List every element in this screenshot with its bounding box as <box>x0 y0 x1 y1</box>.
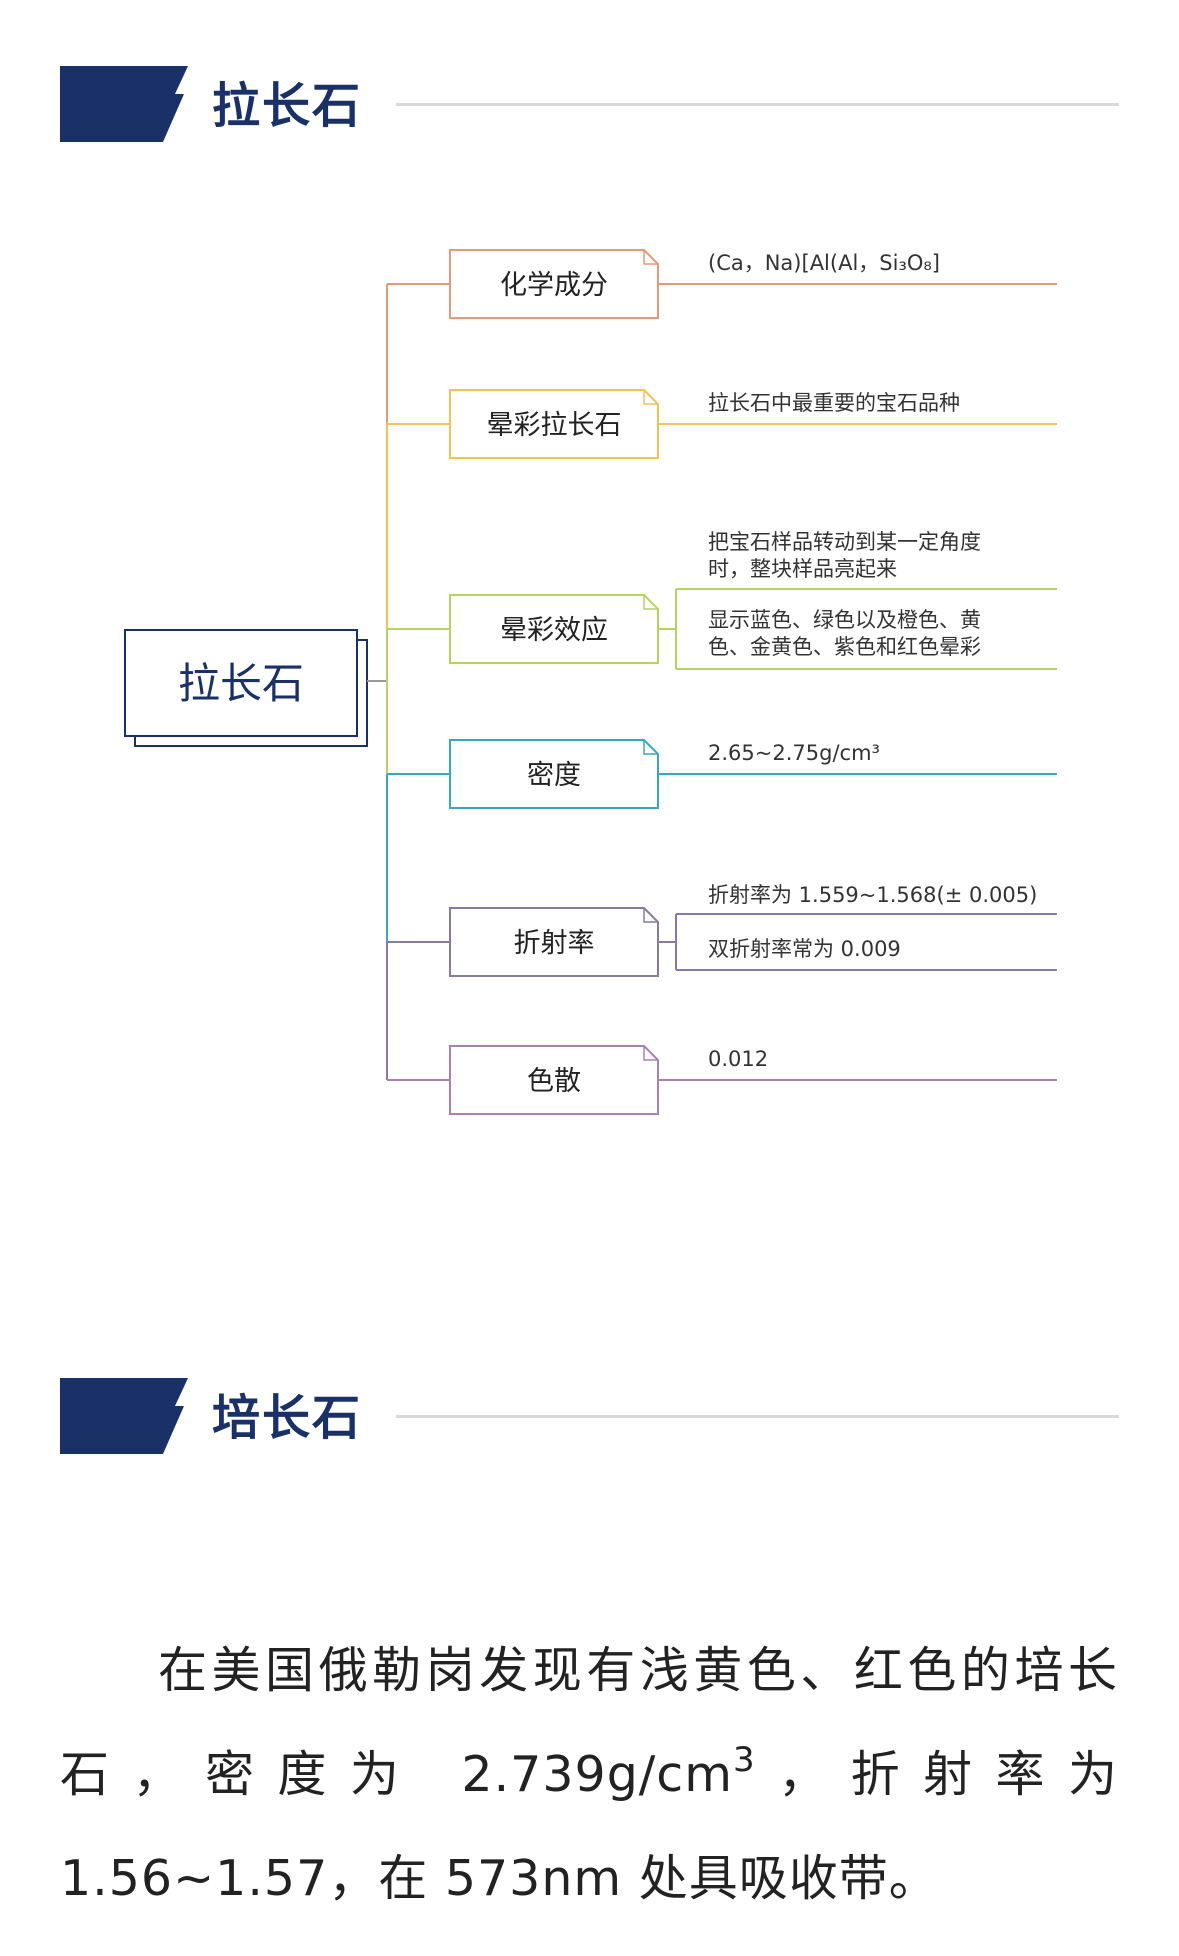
branch-detail: 时，整块样品亮起来 <box>708 557 897 581</box>
mind-map: 拉长石 化学成分 (Ca，Na)[Al(Al，Si₃O₈] 晕彩拉长石 拉长石中最重要… <box>124 249 1057 1115</box>
branch-5: 色散 0.012 <box>387 1045 1057 1115</box>
superscript-3: 3 <box>732 1740 756 1780</box>
section-divider <box>396 103 1119 106</box>
root-box <box>124 629 358 737</box>
branch-detail: 显示蓝色、绿色以及橙色、黄 <box>708 608 981 632</box>
branch-detail: 0.012 <box>708 1047 768 1071</box>
branch-0: 化学成分 (Ca，Na)[Al(Al，Si₃O₈] <box>387 249 1057 319</box>
section-banner-icon <box>60 66 188 142</box>
section-title: 培长石 <box>212 1390 363 1446</box>
branch-box <box>449 907 659 977</box>
paragraph-text-1: 在美国俄勒岗发现有浅黄色、红色的培长石，密度为 2.739g/cm <box>60 1642 1118 1803</box>
body-paragraph: 在美国俄勒岗发现有浅黄色、红色的培长石，密度为 2.739g/cm3，折射率为 … <box>60 1619 1118 1931</box>
branch-label: 折射率 <box>514 928 595 959</box>
branch-label: 化学成分 <box>500 270 608 301</box>
section-header-bytownite: 培长石 <box>0 1378 1179 1468</box>
branch-label: 晕彩拉长石 <box>487 410 622 441</box>
section-divider <box>396 1415 1119 1418</box>
branch-box <box>449 389 659 459</box>
section-header-labradorite: 拉长石 <box>0 66 1179 156</box>
branch-label: 晕彩效应 <box>500 615 608 646</box>
branch-detail: 双折射率常为 0.009 <box>708 937 901 961</box>
paragraph-text-2: ，折射率为 1.56~1.57，在 573nm 处具吸收带。 <box>60 1746 1118 1907</box>
branch-detail: 折射率为 1.559~1.568(± 0.005) <box>708 883 1037 907</box>
section-banner-icon <box>60 1378 188 1454</box>
section-title: 拉长石 <box>212 78 363 134</box>
branch-1: 晕彩拉长石 拉长石中最重要的宝石品种 <box>387 389 1057 459</box>
branch-detail: 拉长石中最重要的宝石品种 <box>708 391 960 415</box>
branch-2: 晕彩效应 把宝石样品转动到某一定角度时，整块样品亮起来显示蓝色、绿色以及橙色、黄色… <box>387 530 1057 670</box>
branch-box <box>449 249 659 319</box>
branch-box <box>449 594 659 664</box>
branch-detail: 2.65~2.75g/cm³ <box>708 741 880 765</box>
branch-box <box>449 739 659 809</box>
branch-label: 色散 <box>527 1066 581 1097</box>
branch-4: 折射率 折射率为 1.559~1.568(± 0.005) 双折射率常为 0.009 <box>387 883 1057 977</box>
branch-detail: 色、金黄色、紫色和红色晕彩 <box>708 635 981 659</box>
branch-3: 密度 2.65~2.75g/cm³ <box>387 739 1057 809</box>
branch-detail: (Ca，Na)[Al(Al，Si₃O₈] <box>708 251 940 275</box>
root-label: 拉长石 <box>178 659 304 708</box>
branch-box <box>449 1045 659 1115</box>
branch-detail: 把宝石样品转动到某一定角度 <box>708 530 981 554</box>
branch-label: 密度 <box>527 760 581 791</box>
